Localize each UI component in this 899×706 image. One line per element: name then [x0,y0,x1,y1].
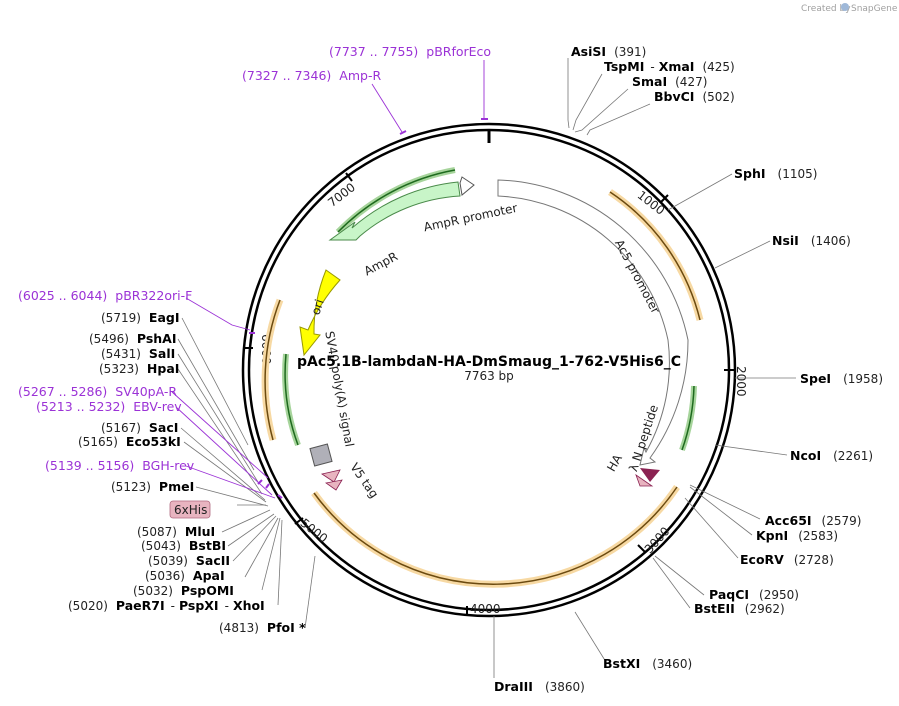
leaders-right [493,58,796,678]
site-paer7i: (5020)PaeR7I-PspXI-XhoI [68,598,265,613]
sv40-feature [309,443,333,467]
site-saci: (5167)SacI [101,420,178,435]
site-pmei: (5123)PmeI [111,479,194,494]
site-spei: SpeI(1958) [800,371,883,386]
ori-feature [299,269,341,357]
his-tag-box [169,500,211,519]
site-kpni: KpnI(2583) [756,528,838,543]
label-ampr: AmpR [362,249,400,278]
site-tspmi: TspMI-XmaI(425) [604,59,735,74]
site-asisi: AsiSI(391) [571,44,646,59]
site-bstxi: BstXI(3460) [603,656,692,671]
site-eco53ki: (5165)Eco53kI [78,434,181,449]
ampr-feature [328,181,461,241]
site-bstbi: (5043)BstBI [141,538,226,553]
green-arc-top-line [337,169,456,233]
site-pspomi: (5032)PspOMI [133,583,234,598]
site-draiii: DraIII(3860) [494,679,585,694]
orf-arc-bottom-line [313,486,678,585]
tick-label-7000: 7000 [325,180,358,210]
his-tag-label: 6xHis [174,503,207,517]
site-smai: SmaI(427) [632,74,707,89]
lambdan-feature [640,468,660,482]
site-apai: (5036)ApaI [145,568,225,583]
orf-arc-top-right-line [609,191,701,321]
site-mlui: (5087)MluI [137,524,215,539]
v5-feature [320,469,341,483]
plasmid-name: pAc5.1B-lambdaN-HA-DmSmaug_1-762-V5His6_… [297,354,681,370]
site-acc65i: Acc65I(2579) [765,513,861,528]
site-bsteii: BstEII(2962) [694,601,785,616]
site-nsii: NsiI(1406) [772,233,851,248]
green-arc-right-line [681,385,695,451]
site-sali: (5431)SalI [101,346,175,361]
label-sv40: SV40 poly(A) signal [322,330,356,448]
site-sacii: (5039)SacII [148,553,230,568]
primer-amp-r: (7327 .. 7346)Amp-R [242,68,381,83]
backbone-outer [241,122,737,618]
tick-1000 [659,194,669,204]
site-pshai: (5496)PshAI [89,331,177,346]
primer-marks [249,118,488,499]
ampr-promoter-arrow [459,176,475,196]
tick-3000 [637,544,646,553]
plasmid-length: 7763 bp [464,369,514,383]
primer-ebv-rev: (5213 .. 5232)EBV-rev [36,399,182,414]
site-paqci: PaqCI(2950) [709,587,799,602]
tick-5000 [294,517,304,525]
green-arc-right [679,385,697,452]
snapgene-logo-icon [841,3,849,11]
site-ecorv: EcoRV(2728) [740,552,834,567]
site-hpai: (5323)HpaI [99,361,179,376]
snapgene-brand: SnapGene [851,4,898,14]
site-bbvci: BbvCI(502) [654,89,735,104]
tick-label-4000: 4000 [470,602,501,616]
label-ampr-promoter: AmpR promoter [422,201,518,235]
primer-pbr322ori-f: (6025 .. 6044)pBR322ori-F [18,288,192,303]
label-ha: HA [604,451,625,474]
primer-leaders [171,60,485,499]
orf-arc-left-line [264,299,281,441]
site-pfoi: (4813)PfoI * [219,620,306,635]
ac5-promoter-feature [497,179,689,466]
green-arc-left-line [284,353,299,446]
tick-7000 [345,172,353,182]
his-feature [324,479,343,491]
primer-pbrforeco: (7737 .. 7755)pBRforEco [329,44,491,59]
site-sphi: SphI(1105) [734,166,817,181]
credit-text: Created by [801,4,851,14]
site-eagi: (5719)EagI [101,310,179,325]
tick-label-2000: 2000 [734,366,748,397]
ha-feature [635,473,654,487]
label-ori: ori [309,298,327,317]
primer-bgh-rev: (5139 .. 5156)BGH-rev [45,458,195,473]
primer-sv40pa-r: (5267 .. 5286)SV40pA-R [18,384,177,399]
label-v5: V5 tag [347,460,381,500]
site-ncoi: NcoI(2261) [790,448,873,463]
